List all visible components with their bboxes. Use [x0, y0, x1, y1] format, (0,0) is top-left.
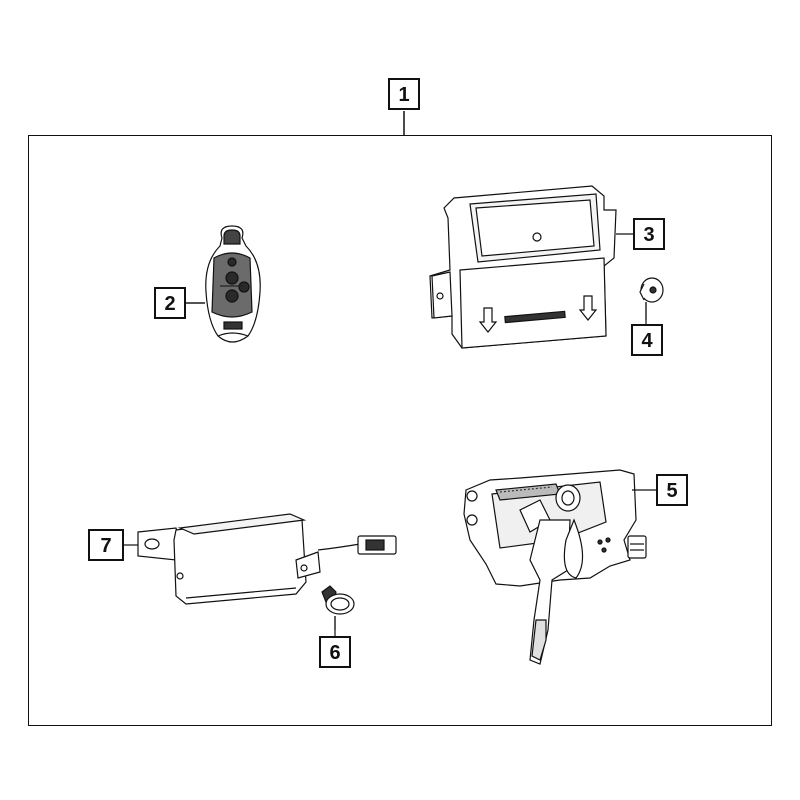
- key-fob-icon: [186, 225, 261, 343]
- screw-icon: [639, 277, 664, 320]
- callout-6: 6: [319, 636, 351, 668]
- callout-2: 2: [154, 287, 186, 319]
- callout-1: 1: [388, 78, 420, 110]
- callout-7: 7: [88, 529, 124, 561]
- hood-latch-icon: [463, 469, 656, 665]
- callout-5: 5: [656, 474, 688, 506]
- assembly-frame: [28, 135, 772, 726]
- callout-4: 4: [631, 324, 663, 356]
- callout-3: 3: [633, 218, 665, 250]
- control-module-icon: [429, 185, 633, 349]
- receiver-module-icon: [124, 513, 397, 605]
- push-pin-fastener-icon: [321, 585, 355, 630]
